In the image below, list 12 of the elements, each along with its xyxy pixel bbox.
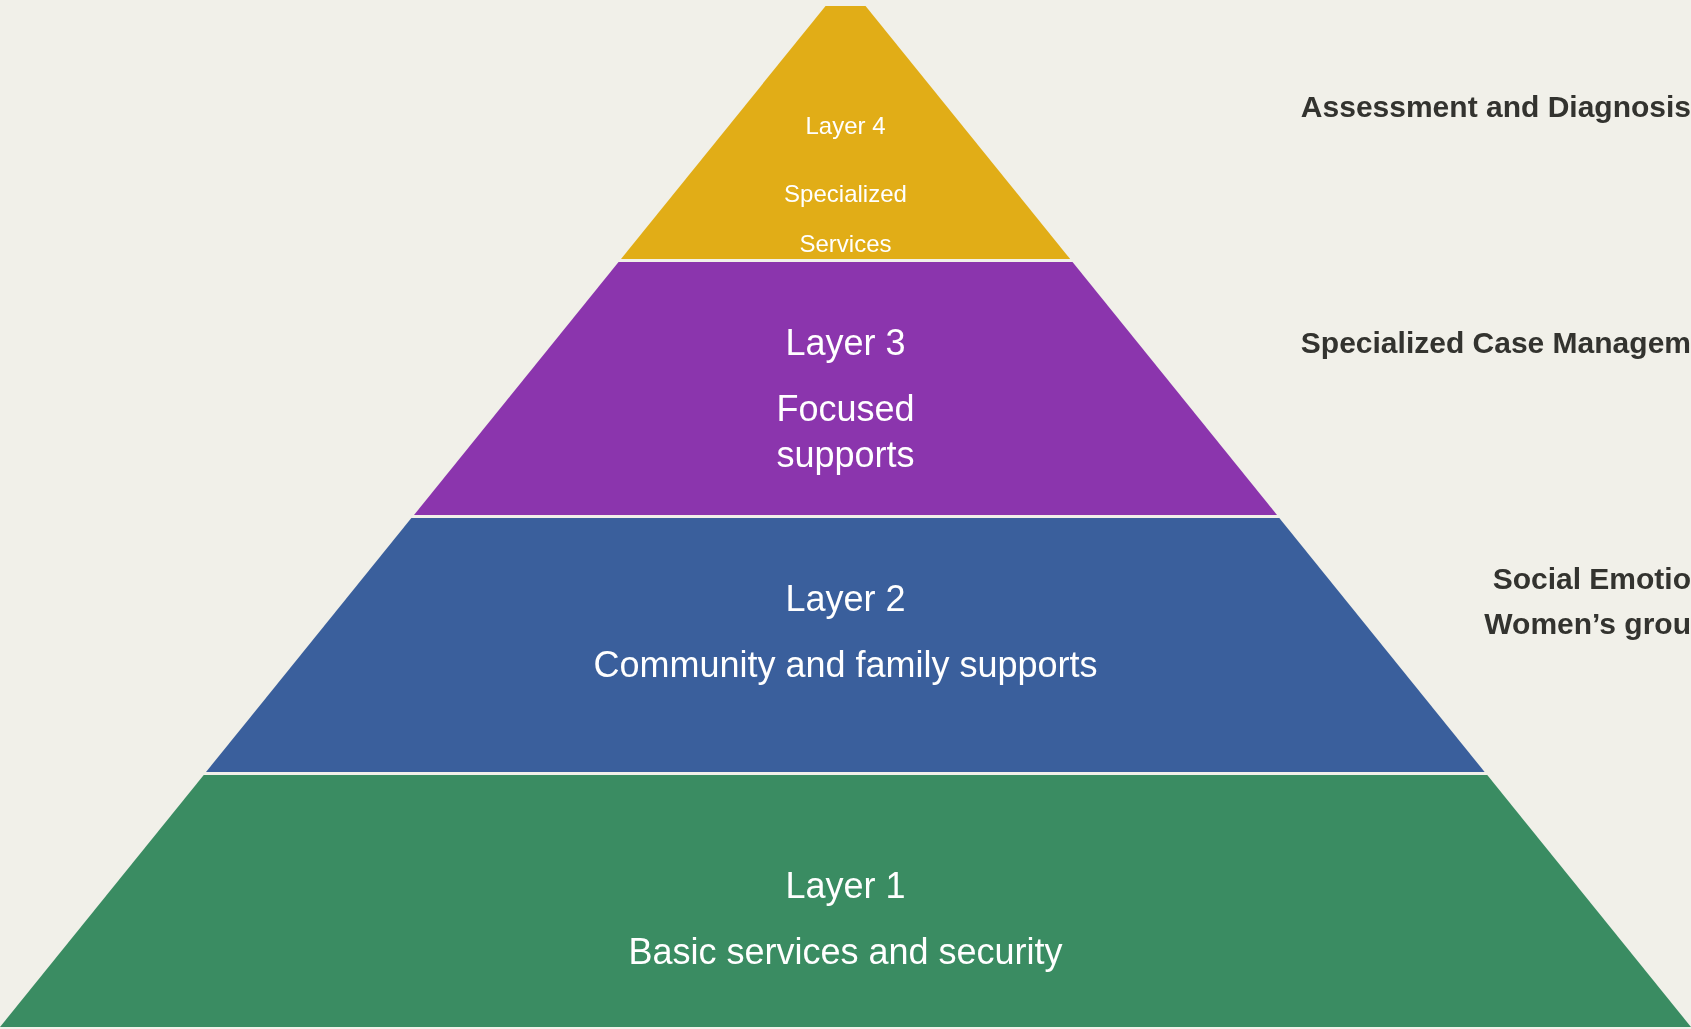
layer-description: Specialized Services [783, 179, 908, 259]
service-label: Assessment and Diagnosis [1300, 90, 1691, 124]
layer-description: Focused supports [775, 387, 916, 477]
service-label: Social Emotio [1492, 562, 1691, 596]
service-label: Women’s grou [1484, 607, 1691, 641]
layer-title: Layer 3 [785, 321, 906, 365]
layer-description: Community and family supports [593, 643, 1098, 687]
layer-title: Layer 2 [785, 577, 906, 621]
service-label: Specialized Case Managem [1300, 326, 1691, 360]
layer-title: Layer 4 [805, 111, 886, 141]
layer-title: Layer 1 [785, 864, 906, 908]
layer-description: Basic services and security [628, 930, 1063, 974]
